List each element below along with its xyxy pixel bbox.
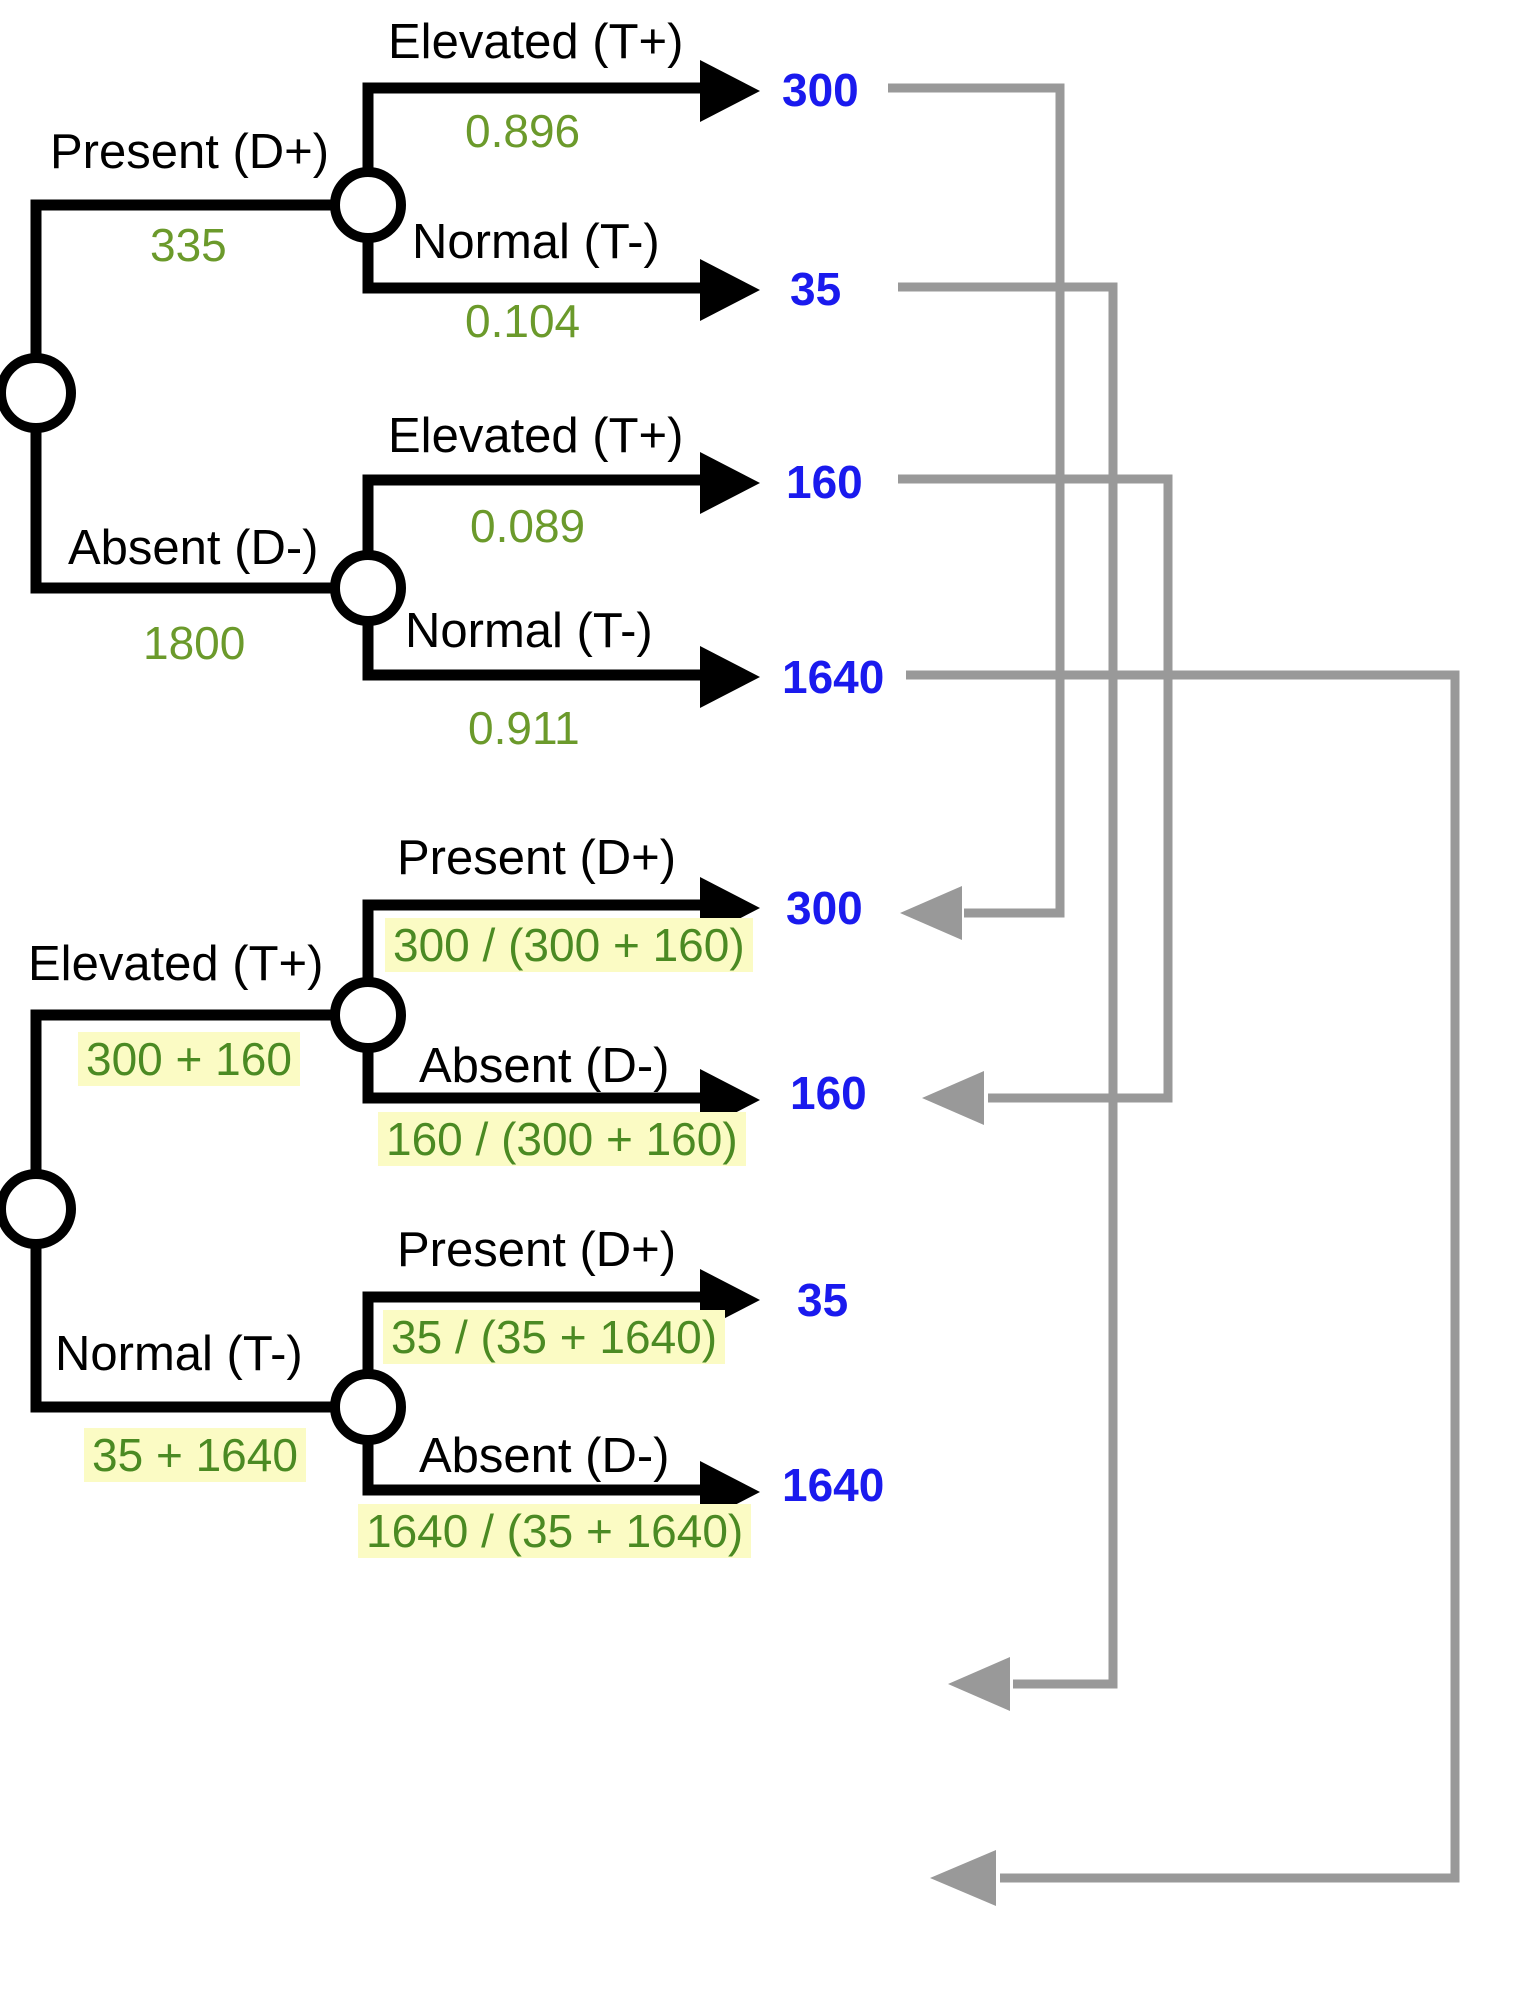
bottom-outcome-300: 300: [786, 882, 863, 934]
bottom-outcome-35: 35: [797, 1274, 849, 1326]
bottom-leaf-prob-normal-absent: 1640 / (35 + 1640): [358, 1504, 752, 1558]
top-leaf-prob-absent-elevated: 0.089: [470, 500, 586, 552]
top-branch-absent-elevated[interactable]: [362, 474, 710, 555]
bottom-root-chance-node[interactable]: [0, 1169, 76, 1249]
top-outcome-35: 35: [790, 263, 842, 315]
terminal-node-2[interactable]: [700, 259, 760, 321]
bottom-leaf-label-normal-present: Present (D+): [397, 1223, 677, 1277]
top-branch-absent-normal[interactable]: [362, 621, 710, 681]
connector-1640-arrowhead: [930, 1850, 996, 1906]
bottom-branch-normal-present[interactable]: [362, 1291, 710, 1374]
top-branch-count-present: 335: [150, 219, 227, 271]
connector-160-arrowhead: [922, 1071, 984, 1125]
bottom-outcome-160: 160: [790, 1067, 867, 1119]
top-node-absent[interactable]: [330, 550, 406, 626]
top-leaf-label-absent-normal: Normal (T-): [405, 604, 653, 658]
bottom-branch-label-normal: Normal (T-): [55, 1327, 303, 1381]
top-leaf-label-present-elevated: Elevated (T+): [388, 15, 684, 69]
top-outcome-160: 160: [786, 456, 863, 508]
bottom-leaf-prob-elevated-absent: 160 / (300 + 160): [378, 1112, 746, 1166]
top-leaf-prob-present-normal: 0.104: [465, 295, 581, 347]
bottom-branch-label-elevated: Elevated (T+): [28, 937, 324, 991]
top-branch-present-elevated[interactable]: [362, 82, 710, 172]
bottom-leaf-prob-elevated-present: 300 / (300 + 160): [385, 918, 753, 972]
top-node-present[interactable]: [330, 167, 406, 243]
top-leaf-label-absent-elevated: Elevated (T+): [388, 409, 684, 463]
top-outcome-1640: 1640: [782, 651, 885, 703]
connector-35: [898, 282, 1118, 1689]
connector-300-arrowhead: [900, 886, 962, 940]
top-branch-present-normal[interactable]: [362, 238, 710, 294]
bottom-outcome-1640: 1640: [782, 1459, 885, 1511]
bottom-node-elevated[interactable]: [330, 977, 406, 1053]
top-branch-label-absent: Absent (D-): [68, 521, 319, 575]
terminal-node-3[interactable]: [700, 452, 760, 514]
bottom-leaf-prob-normal-present: 35 / (35 + 1640): [383, 1310, 726, 1364]
top-leaf-prob-absent-normal: 0.911: [468, 702, 580, 754]
connector-160: [898, 474, 1173, 1103]
top-root-chance-node[interactable]: [0, 353, 76, 433]
top-outcome-300: 300: [782, 64, 859, 116]
bottom-branch-count-elevated: 300 + 160: [78, 1032, 300, 1086]
bottom-branch-elevated-present[interactable]: [362, 899, 710, 982]
bottom-leaf-label-normal-absent: Absent (D-): [419, 1429, 670, 1483]
bottom-branch-normal[interactable]: [30, 1244, 336, 1413]
top-branch-label-present: Present (D+): [50, 125, 330, 179]
terminal-node-4[interactable]: [700, 646, 760, 708]
top-leaf-label-present-normal: Normal (T-): [412, 215, 660, 269]
connector-35-arrowhead: [948, 1657, 1010, 1711]
terminal-node-1[interactable]: [700, 60, 760, 122]
top-branch-count-absent: 1800: [143, 617, 246, 669]
top-branch-present[interactable]: [30, 199, 336, 358]
bottom-node-normal[interactable]: [330, 1369, 406, 1445]
bottom-branch-elevated[interactable]: [30, 1009, 336, 1174]
connector-1640: [906, 670, 1460, 1883]
top-branch-absent[interactable]: [30, 428, 336, 594]
bottom-branch-count-normal: 35 + 1640: [84, 1428, 306, 1482]
bottom-leaf-label-elevated-present: Present (D+): [397, 831, 677, 885]
bottom-branch-elevated-absent[interactable]: [362, 1048, 710, 1104]
top-leaf-prob-present-elevated: 0.896: [465, 105, 581, 157]
bottom-branch-normal-absent[interactable]: [362, 1440, 710, 1496]
connector-300: [888, 83, 1065, 918]
bottom-leaf-label-elevated-absent: Absent (D-): [419, 1039, 670, 1093]
